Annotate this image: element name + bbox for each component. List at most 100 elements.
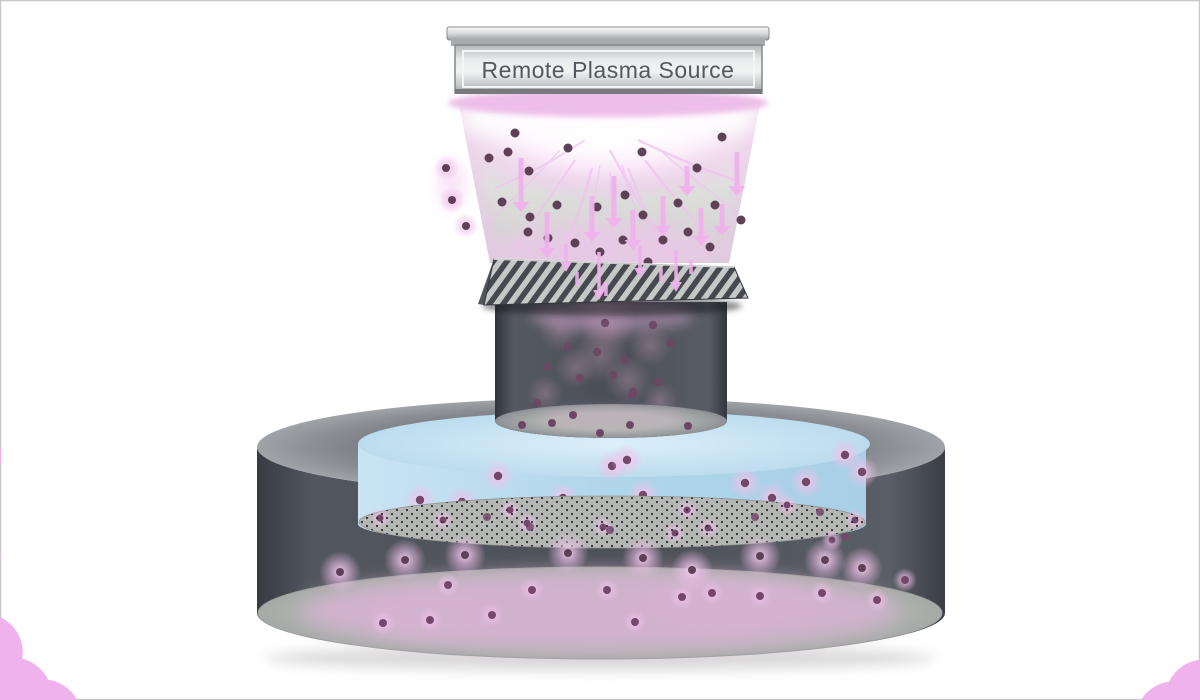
flow-arrow (692, 208, 710, 246)
arrow-head (593, 290, 605, 300)
particle-core (821, 556, 829, 564)
flow-arrow (605, 176, 623, 228)
flow-arrow (593, 252, 605, 300)
gas-volume-surface (358, 411, 870, 477)
arrow-head (634, 268, 646, 278)
particle-dot (523, 227, 533, 237)
flow-arrow (624, 210, 642, 250)
flow-arrow (512, 158, 530, 212)
particle-dot (483, 513, 491, 521)
glow-particle (804, 539, 846, 581)
downstream-arrows (512, 152, 746, 258)
particle-dot (552, 200, 562, 210)
arrow-head (624, 240, 642, 250)
particle-core (462, 222, 470, 230)
haze-blob (628, 323, 672, 367)
flow-arrow (728, 152, 746, 196)
arrow-head (692, 236, 710, 246)
particle-dot (620, 355, 630, 365)
arrow-head (654, 226, 672, 236)
mesh-particles (483, 508, 849, 541)
particle-core (528, 586, 536, 594)
flow-arrow (670, 250, 682, 292)
particle-dot (684, 422, 692, 430)
glow-particle (700, 581, 724, 605)
haze-blob (527, 375, 563, 411)
particle-core (442, 164, 450, 172)
particle-dot (816, 508, 824, 516)
arrow-head (605, 218, 623, 228)
glow-particle (865, 588, 889, 612)
under-mesh-glows (319, 532, 883, 593)
particle-dot (548, 419, 556, 427)
glow-particle (810, 581, 834, 605)
plasma-filament (609, 171, 612, 263)
glow-particle (453, 213, 479, 239)
flow-arrow (634, 246, 646, 278)
glow-particle (595, 578, 619, 602)
particle-core (873, 596, 881, 604)
glow-particle (436, 573, 460, 597)
flow-arrow (583, 196, 601, 242)
flow-arrow (560, 244, 572, 272)
particle-dot (510, 128, 520, 138)
particle-core (840, 450, 850, 460)
source-label: Remote Plasma Source (482, 57, 735, 83)
plasma-filament (494, 139, 586, 189)
glow-particle (846, 456, 878, 488)
short-flow-dashes (575, 260, 693, 296)
platen-particles (371, 568, 917, 635)
source-bevel (462, 50, 755, 88)
glow-particle (739, 535, 781, 577)
arrow-head (728, 186, 746, 196)
particle-dot (705, 242, 715, 252)
particle-dot (841, 533, 849, 541)
glow-particle (748, 584, 772, 608)
particle-core (801, 477, 811, 487)
particle-dot (736, 215, 746, 225)
particle-core (631, 618, 639, 626)
particle-dot (484, 153, 494, 163)
source-flange (451, 39, 765, 46)
particle-dot (638, 210, 648, 220)
flow-arrow (678, 166, 696, 196)
arrow-head (670, 282, 682, 292)
particle-dot (503, 147, 513, 157)
particle-dot (563, 342, 573, 352)
arrow-head (560, 262, 572, 272)
particle-dot (665, 338, 675, 348)
particle-dot (526, 523, 534, 531)
glow-particle (790, 466, 822, 498)
particle-dot (683, 227, 693, 237)
particle-core (415, 495, 425, 505)
glow-particle (893, 568, 917, 592)
particle-core (740, 478, 750, 488)
arrow-head (583, 232, 601, 242)
particle-dot (532, 398, 542, 408)
particle-dot (542, 362, 552, 372)
particle-dot (600, 318, 610, 328)
funnel-glow-particles (433, 155, 479, 239)
particle-dot (563, 143, 573, 153)
particle-core (688, 566, 696, 574)
particle-dot (626, 421, 634, 429)
particle-dot (592, 202, 602, 212)
particle-dot (606, 526, 614, 534)
flow-arrow (713, 204, 731, 236)
glow-particle (371, 611, 395, 635)
arrow-head (678, 186, 696, 196)
arrow-head (512, 202, 530, 212)
particle-core (564, 549, 572, 557)
plasma-filament (637, 138, 736, 182)
particle-dot (569, 411, 577, 419)
particle-dot (751, 513, 759, 521)
particle-core (756, 592, 764, 600)
glow-particle (384, 539, 426, 581)
particle-core (639, 554, 647, 562)
particle-dot (658, 235, 668, 245)
particle-dot (673, 198, 683, 208)
particle-core (622, 455, 632, 465)
source-glow-band (448, 89, 768, 117)
glow-particle (547, 532, 589, 574)
